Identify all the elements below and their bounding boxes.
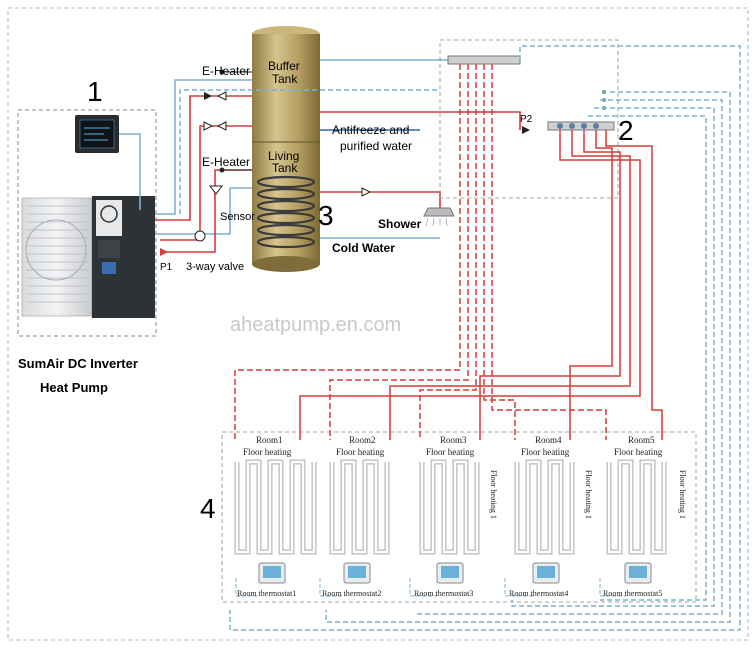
pump-p1-label: P1	[160, 262, 173, 273]
floor-heating-vertical-2: Floor heating 1	[584, 470, 593, 519]
watermark: aheatpump.en.com	[230, 314, 401, 336]
buffer-living-tank	[252, 26, 320, 272]
cold-water-label: Cold Water	[332, 241, 395, 255]
eheater-mid-label: E-Heater	[202, 155, 250, 169]
floor-heating-loops-inner	[235, 460, 666, 554]
sensor-label: Sensor	[220, 211, 255, 223]
room-3-floor: Floor heating	[426, 447, 475, 457]
section-number-1: 1	[87, 76, 103, 107]
room-5-floor: Floor heating	[614, 447, 663, 457]
room-2-name: Room2	[349, 435, 376, 445]
section-number-3: 3	[318, 200, 334, 231]
heat-pump-title-line1: SumAir DC Inverter	[18, 356, 138, 371]
buffer-tank-label-2: Tank	[272, 72, 298, 86]
shower-valve	[361, 187, 372, 197]
room-thermostat-icons	[258, 562, 652, 584]
room-labels: Room1 Floor heating Room thermostat1 Roo…	[237, 435, 663, 598]
section-number-4: 4	[200, 493, 216, 524]
thermostat-wiring	[235, 578, 625, 597]
room-1-thermostat: Room thermostat1	[237, 589, 296, 598]
pump-p2-label: P2	[520, 114, 533, 125]
three-way-valve-label: 3-way valve	[186, 261, 244, 273]
floor-heating-vertical-3: Floor heating 1	[678, 470, 687, 519]
room-3-thermostat: Room thermostat3	[414, 589, 473, 598]
room-4-thermostat: Room thermostat4	[509, 589, 568, 598]
antifreeze-label-2: purified water	[340, 139, 412, 153]
room-2-thermostat: Room thermostat2	[322, 589, 381, 598]
heat-pump-title-line2: Heat Pump	[40, 380, 108, 395]
eheater-top-label: E-Heater	[202, 64, 250, 78]
room-1-name: Room1	[256, 435, 283, 445]
manifold-top	[447, 55, 615, 134]
heat-pump-unit	[21, 196, 155, 318]
floor-heating-vertical-1: Floor heating 1	[489, 470, 498, 519]
room-4-floor: Floor heating	[521, 447, 570, 457]
wired-controller	[75, 115, 119, 153]
buffer-tank-label-1: Buffer	[268, 59, 300, 73]
room-1-floor: Floor heating	[243, 447, 292, 457]
shower-icon	[423, 207, 455, 227]
room-2-floor: Floor heating	[336, 447, 385, 457]
distribution-piping	[179, 45, 741, 631]
antifreeze-label-1: Antifreeze and	[332, 123, 409, 137]
shower-label: Shower	[378, 217, 422, 231]
room-4-name: Room4	[535, 435, 562, 445]
room-5-thermostat: Room thermostat5	[603, 589, 662, 598]
living-tank-label-1: Living	[268, 149, 299, 163]
room-3-name: Room3	[440, 435, 467, 445]
living-tank-label-2: Tank	[272, 161, 298, 175]
room-5-name: Room5	[628, 435, 655, 445]
section-number-2: 2	[618, 115, 634, 146]
valve-cluster	[160, 69, 252, 256]
floor-heating-loops	[234, 459, 667, 555]
